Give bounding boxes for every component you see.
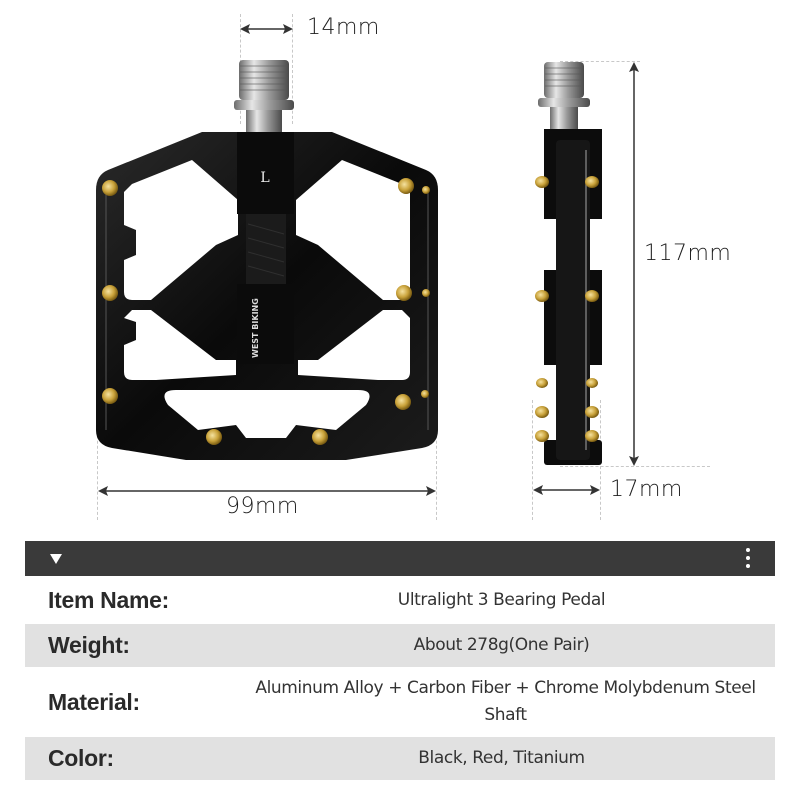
pedal-front-view: L WEST BIKING: [96, 60, 438, 460]
spec-key: Weight:: [48, 632, 130, 658]
spec-key: Item Name:: [48, 586, 169, 613]
spec-value: About 278g(One Pair): [413, 635, 590, 655]
more-options-icon[interactable]: [745, 548, 751, 570]
dimension-spindle-width: 14mm: [307, 15, 380, 40]
spec-key: Color:: [48, 745, 114, 771]
spec-row-weight: Weight: About 278g(One Pair): [25, 624, 775, 667]
spec-row-item-name: Item Name: Ultralight 3 Bearing Pedal: [25, 576, 775, 624]
double-arrow-icon: [533, 485, 600, 495]
svg-text:WEST BIKING: WEST BIKING: [251, 298, 260, 358]
spec-value: Ultralight 3 Bearing Pedal: [397, 589, 606, 610]
spec-key: Material:: [48, 688, 140, 715]
guide-line: [560, 466, 710, 467]
guide-line: [532, 400, 533, 520]
caret-down-icon[interactable]: [50, 554, 62, 564]
pedal-side-view: [535, 62, 602, 465]
spec-header-bar: [25, 541, 775, 576]
double-arrow-icon: [629, 62, 639, 466]
dimension-pedal-length: 117mm: [644, 241, 732, 266]
guide-line: [97, 400, 98, 520]
guide-line: [292, 14, 293, 124]
spec-row-material: Material: Aluminum Alloy + Carbon Fiber …: [25, 667, 775, 737]
dimension-pedal-width: 99mm: [226, 494, 299, 519]
spec-value: Black, Red, Titanium: [418, 748, 585, 768]
svg-text:L: L: [260, 170, 269, 186]
dimension-pedal-thickness: 17mm: [610, 477, 683, 502]
double-arrow-icon: [240, 24, 293, 34]
double-arrow-icon: [98, 486, 436, 496]
spec-row-color: Color: Black, Red, Titanium: [25, 737, 775, 780]
guide-line: [436, 400, 437, 520]
spec-value: Aluminum Alloy + Carbon Fiber + Chrome M…: [255, 678, 756, 725]
guide-line: [560, 61, 640, 62]
